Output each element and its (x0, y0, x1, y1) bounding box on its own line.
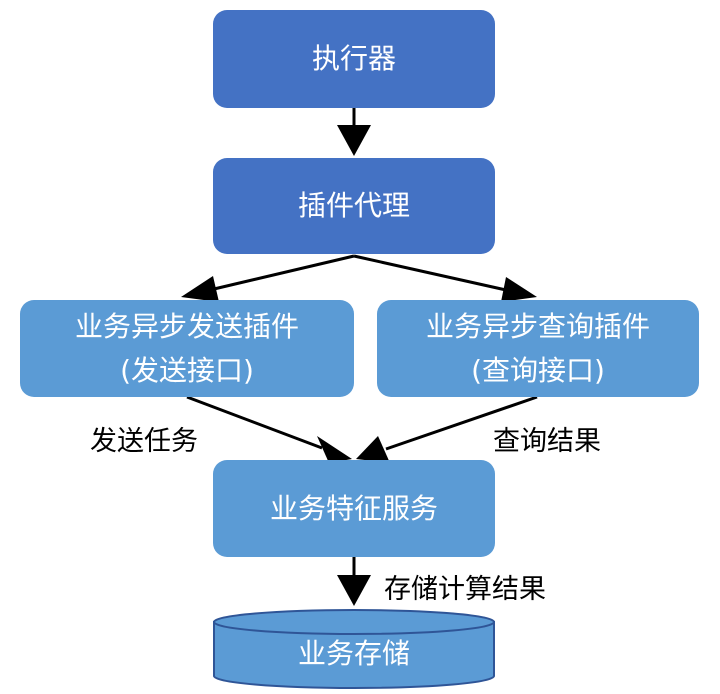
async-send-plugin-node: 业务异步发送插件 (发送接口) (20, 300, 354, 397)
executor-label: 执行器 (311, 42, 396, 75)
arrow-send-plugin-to-feature-service (186, 395, 352, 463)
edge-label-query-result: 查询结果 (493, 426, 601, 457)
plugin-proxy-node: 插件代理 (213, 158, 495, 254)
executor-node: 执行器 (213, 10, 495, 108)
arrow-proxy-to-send-plugin (181, 254, 355, 302)
edge-label-send-task: 发送任务 (90, 426, 198, 457)
business-storage-label: 业务存储 (297, 637, 410, 670)
arrow-executor-to-proxy (337, 108, 371, 156)
arrow-feature-service-to-storage (337, 557, 371, 606)
arrow-proxy-to-query-plugin (353, 254, 537, 302)
feature-service-label: 业务特征服务 (269, 491, 438, 525)
plugin-proxy-label: 插件代理 (297, 189, 410, 222)
business-storage-cylinder (213, 609, 495, 689)
async-query-plugin-subtitle: (查询接口) (471, 353, 605, 387)
feature-service-node: 业务特征服务 (213, 460, 495, 557)
async-query-plugin-title: 业务异步查询插件 (425, 309, 650, 343)
edge-label-store-result: 存储计算结果 (384, 574, 546, 605)
async-send-plugin-subtitle: (发送接口) (120, 353, 254, 387)
async-query-plugin-node: 业务异步查询插件 (查询接口) (377, 300, 699, 397)
arrow-query-plugin-to-feature-service (356, 395, 538, 463)
async-send-plugin-title: 业务异步发送插件 (74, 309, 299, 343)
